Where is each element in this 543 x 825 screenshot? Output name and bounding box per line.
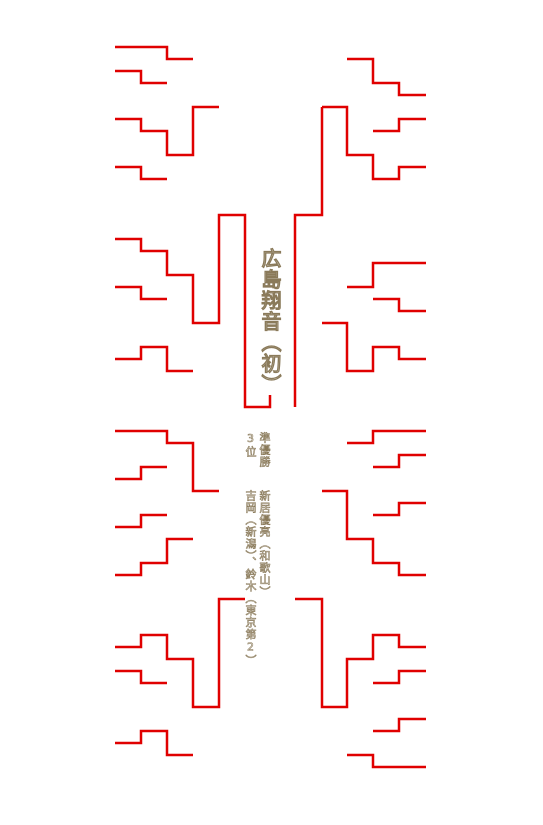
bracket-line	[115, 429, 219, 493]
bracket-line	[115, 45, 193, 61]
bracket-line	[115, 165, 167, 181]
runner-up-name: 新居優亮（和歌山）	[258, 490, 272, 599]
bracket-line	[295, 597, 426, 709]
bracket-line	[373, 717, 426, 733]
bracket-line	[373, 117, 426, 133]
bracket-line	[115, 729, 193, 757]
bracket-line	[115, 285, 167, 301]
bracket-line	[115, 537, 193, 577]
bracket-line	[373, 669, 426, 685]
bracket-line	[115, 465, 167, 481]
bracket-line	[322, 321, 426, 373]
bracket-line	[322, 489, 426, 577]
bracket-line	[347, 57, 426, 97]
bracket-line	[115, 597, 245, 709]
bracket-line	[115, 213, 272, 409]
third-place-label: 3位	[244, 432, 258, 459]
bracket-line	[347, 261, 426, 289]
bracket-line	[322, 105, 426, 181]
bracket-line	[373, 453, 426, 469]
bracket-line	[347, 753, 426, 769]
champion-name: 広島翔音（初）	[258, 248, 283, 396]
bracket-line	[115, 69, 167, 85]
bracket-line	[293, 107, 324, 407]
bracket-line	[115, 513, 167, 529]
runner-up-label: 準優勝	[258, 432, 272, 469]
bracket-line	[373, 501, 426, 517]
bracket-line	[115, 345, 193, 373]
third-place-names: 吉岡（新潟）、鈴木（東京第2）	[244, 490, 258, 667]
bracket-line	[347, 429, 426, 445]
bracket-line	[373, 297, 426, 313]
bracket-line	[115, 105, 219, 157]
bracket-line	[115, 669, 167, 685]
